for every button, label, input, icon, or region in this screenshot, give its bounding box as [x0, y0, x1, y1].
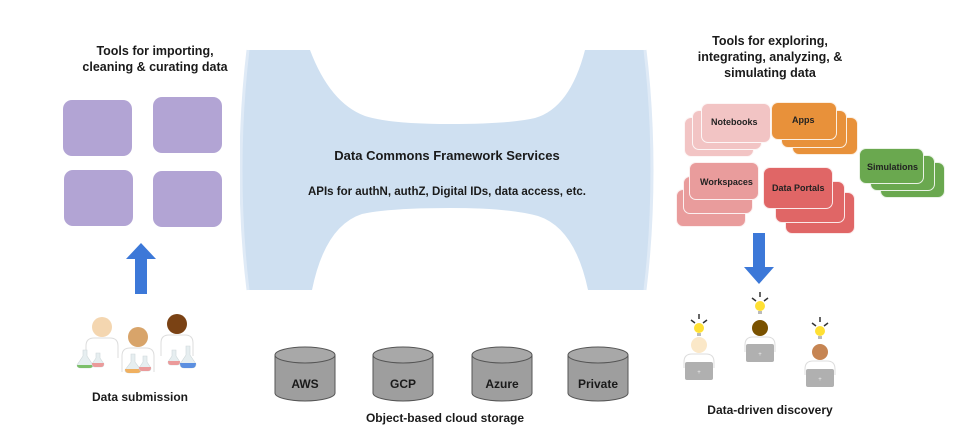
laptop-icon [806, 369, 834, 387]
left-heading-line2: cleaning & curating data [82, 60, 228, 74]
researcher-icon: + [804, 317, 836, 387]
researcher-icon: + [744, 292, 776, 362]
tool-label-data-portals: Data Portals [772, 183, 825, 193]
right-heading-line3: simulating data [724, 66, 816, 80]
import-tool-box [64, 170, 133, 226]
storage-cylinder-aws [274, 346, 336, 402]
import-tool-box [153, 171, 222, 227]
storage-cylinder-private [567, 346, 629, 402]
storage-cylinder-azure [471, 346, 533, 402]
right-heading: Tools for exploring, integrating, analyz… [680, 33, 860, 81]
framework-title: Data Commons Framework Services [334, 148, 560, 163]
left-heading: Tools for importing, cleaning & curating… [50, 43, 260, 75]
tool-label-simulations: Simulations [867, 162, 919, 172]
tool-label-notebooks: Notebooks [711, 117, 758, 127]
framework-subtitle: APIs for authN, authZ, Digital IDs, data… [308, 186, 586, 198]
lightbulb-icon [694, 323, 704, 333]
up-arrow-icon [126, 243, 156, 294]
data-submitters-illustration [76, 314, 197, 374]
storage-label-azure: Azure [485, 377, 519, 391]
right-heading-line1: Tools for exploring, [712, 34, 828, 48]
laptop-icon [685, 362, 713, 380]
scientist-icon [121, 327, 155, 374]
import-tool-box [63, 100, 132, 156]
storage-label-aws: AWS [291, 377, 319, 391]
down-arrow-icon [744, 233, 774, 284]
lightbulb-icon [755, 301, 765, 311]
tool-label-apps: Apps [792, 115, 815, 125]
storage-label-private: Private [577, 377, 619, 391]
svg-text:+: + [697, 370, 701, 376]
cloud-storage-caption: Object-based cloud storage [365, 411, 525, 425]
data-submission-caption: Data submission [91, 390, 189, 404]
laptop-icon [746, 344, 774, 362]
cloud-storage-group [274, 346, 629, 402]
researcher-icon: + [683, 314, 715, 380]
svg-text:+: + [758, 352, 762, 358]
data-discoverers-illustration: + + + [683, 292, 836, 387]
storage-label-gcp: GCP [389, 377, 416, 391]
storage-cylinder-gcp [372, 346, 434, 402]
data-discovery-caption: Data-driven discovery [707, 403, 833, 417]
right-heading-line2: integrating, analyzing, & [697, 50, 843, 64]
import-tool-box [153, 97, 222, 153]
left-heading-line1: Tools for importing, [96, 44, 214, 58]
svg-text:+: + [818, 377, 822, 383]
scientist-icon [76, 317, 119, 369]
framework-services-shape [240, 49, 654, 291]
scientist-icon [160, 314, 197, 369]
tool-label-workspaces: Workspaces [700, 177, 753, 187]
lightbulb-icon [815, 326, 825, 336]
